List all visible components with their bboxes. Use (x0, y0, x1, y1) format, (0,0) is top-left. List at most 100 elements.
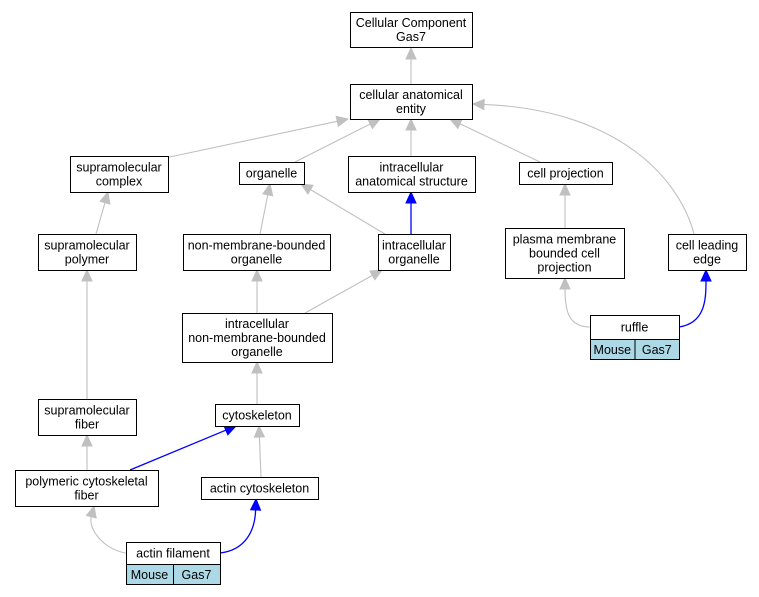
arrow-head (559, 182, 571, 196)
edge-supramolecular-complex-to-cellular-anatomical-entity (164, 115, 350, 159)
node-label: supramolecular (44, 239, 129, 253)
node-label: projection (537, 261, 591, 275)
node-label: organelle (231, 253, 282, 267)
node-label: cellular anatomical (359, 88, 463, 102)
node-label: polymeric cytoskeletal (25, 475, 147, 489)
node-organelle[interactable]: organelle (239, 162, 305, 185)
node-box (182, 313, 333, 363)
node-label: Gas7 (396, 30, 426, 44)
node-box (350, 12, 473, 48)
arrow-head (262, 182, 274, 197)
edge-line (90, 516, 127, 554)
edge-actin-filament-to-actin-cytoskeleton (219, 497, 262, 554)
edge-intracellular-non-membrane-bounded-organelle-to-non-membrane-bounded-organelle (251, 268, 263, 313)
node-label: ruffle (621, 321, 649, 335)
node-cytoskeleton[interactable]: cytoskeleton (215, 404, 300, 427)
node-cell-projection[interactable]: cell projection (519, 162, 613, 185)
node-box (38, 234, 137, 271)
node-label: plasma membrane (513, 233, 617, 247)
node-box (505, 228, 625, 279)
node-box (38, 399, 137, 436)
arrow-head (81, 433, 93, 447)
edge-ruffle-to-plasma-membrane-bounded-cell-projection (559, 276, 591, 328)
arrow-head (99, 190, 111, 205)
annotation-cell-label: Gas7 (642, 343, 672, 357)
edge-intracellular-organelle-to-organelle (299, 183, 386, 235)
edge-supramolecular-polymer-to-supramolecular-complex (95, 190, 111, 235)
arrow-head (369, 269, 384, 281)
arrow-head (405, 190, 417, 204)
edge-intracellular-non-membrane-bounded-organelle-to-intracellular-organelle (304, 269, 384, 314)
edge-line (564, 288, 591, 328)
node-label: supramolecular (76, 161, 161, 175)
annotation-cell-label: Mouse (594, 343, 632, 357)
arrow-head (471, 98, 485, 111)
edge-line (129, 429, 227, 471)
node-box (668, 234, 747, 271)
edge-line (310, 189, 386, 235)
edge-ruffle-to-cell-leading-edge (678, 268, 712, 328)
node-label: actin filament (136, 547, 210, 561)
edge-line (259, 194, 269, 235)
node-label: Cellular Component (356, 16, 467, 30)
edge-polymeric-cytoskeletal-fiber-to-supramolecular-fiber (81, 433, 93, 470)
edge-cellular-anatomical-entity-to-root (405, 46, 417, 84)
node-label: fiber (74, 489, 98, 503)
node-box (519, 162, 613, 185)
node-label: non-membrane-bounded (188, 331, 326, 345)
node-box (215, 404, 300, 427)
node-label: anatomical structure (355, 175, 468, 189)
edge-actin-filament-to-polymeric-cytoskeletal-fiber (85, 504, 127, 554)
node-label: intracellular (225, 317, 289, 331)
edge-line (164, 120, 338, 159)
arrow-head (335, 115, 350, 128)
node-actin-cytoskeleton[interactable]: actin cytoskeleton (201, 477, 319, 500)
node-label: intracellular (380, 161, 444, 175)
node-box (70, 156, 169, 193)
edge-actin-cytoskeleton-to-cytoskeleton (253, 424, 266, 478)
node-box (348, 156, 476, 193)
annotation-cell-label: Gas7 (182, 568, 212, 582)
node-label: polymer (65, 253, 109, 267)
edge-line (258, 436, 262, 478)
node-box (183, 234, 331, 271)
node-label: intracellular (382, 239, 446, 253)
edge-line (304, 274, 373, 314)
node-box (201, 477, 319, 500)
node-box (239, 162, 305, 185)
arrow-head (81, 268, 93, 282)
edge-line (95, 202, 106, 235)
node-label: supramolecular (44, 404, 129, 418)
arrow-head (367, 118, 382, 130)
arrow-head (85, 504, 97, 519)
node-label: edge (693, 253, 721, 267)
edge-line (678, 280, 707, 328)
node-intracellular-non-membrane-bounded-organelle[interactable]: intracellularnon-membrane-boundedorganel… (182, 313, 333, 363)
annotation-cell (634, 339, 680, 360)
arrow-head (559, 276, 571, 290)
node-label: organelle (231, 345, 282, 359)
edge-cell-leading-edge-to-cellular-anatomical-entity (471, 98, 695, 235)
edge-layer (81, 46, 712, 554)
arrow-head (253, 424, 266, 438)
arrow-head (251, 360, 263, 374)
node-box (350, 84, 473, 120)
arrow-head (448, 118, 463, 130)
edge-cell-projection-to-cellular-anatomical-entity (448, 118, 541, 163)
node-label: non-membrane-bounded (188, 239, 326, 253)
edge-line (219, 509, 257, 554)
